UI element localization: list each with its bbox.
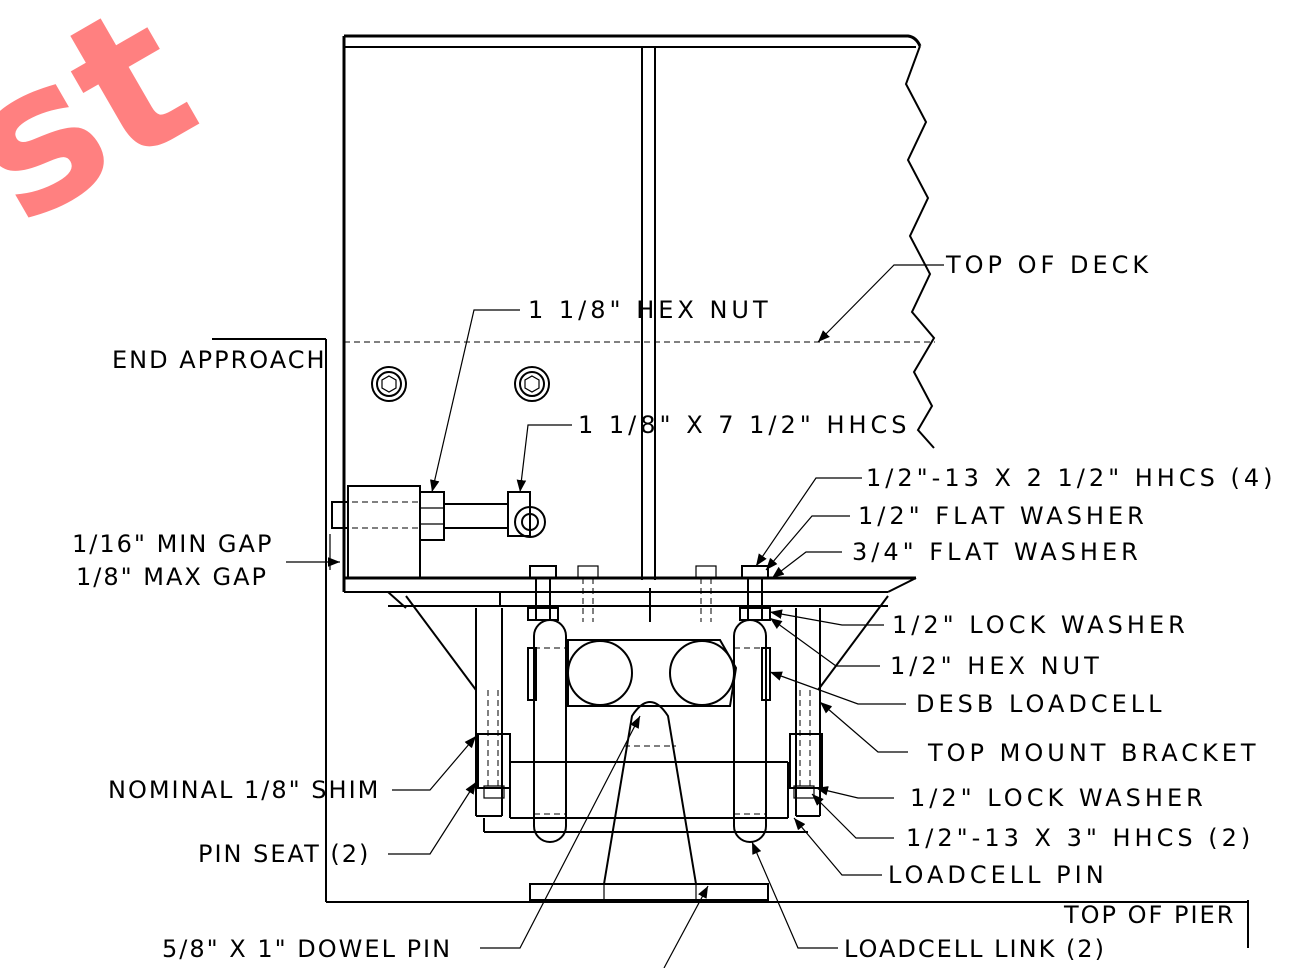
deck-bolt-right — [514, 366, 550, 402]
label-desb-loadcell: DESB LOADCELL — [916, 690, 1166, 718]
deck-girder — [342, 34, 936, 592]
label-lock-washer-bottom: 1/2" LOCK WASHER — [910, 784, 1207, 812]
label-top-mount-bracket: TOP MOUNT BRACKET — [927, 739, 1260, 767]
top-bolts — [527, 565, 771, 622]
leaders — [388, 264, 944, 968]
label-dowel-pin: 5/8" X 1" DOWEL PIN — [162, 935, 452, 963]
bracket-left — [405, 595, 511, 817]
label-max-gap: 1/8" MAX GAP — [76, 563, 268, 591]
loadcell-link-left — [533, 619, 567, 843]
label-lock-washer-top: 1/2" LOCK WASHER — [892, 611, 1189, 639]
gap-dimension — [286, 534, 340, 570]
bracket-right — [789, 595, 889, 817]
label-loadcell-pin: LOADCELL PIN — [888, 861, 1108, 889]
label-hhcs-1-1-8: 1 1/8" X 7 1/2" HHCS — [578, 411, 911, 439]
label-flat-washer-3-4: 3/4" FLAT WASHER — [852, 538, 1142, 566]
label-nominal-shim: NOMINAL 1/8" SHIM — [108, 776, 380, 804]
clevis-block — [331, 485, 546, 579]
deck-bolt-left — [371, 366, 407, 402]
end-approach-wall — [212, 338, 1249, 948]
label-hhcs-1-2-13-x-3: 1/2"-13 X 3" HHCS (2) — [906, 824, 1254, 852]
label-top-of-pier: TOP OF PIER — [1063, 901, 1235, 929]
label-top-of-deck: TOP OF DECK — [945, 251, 1152, 279]
label-hex-nut-1-1-8: 1 1/8" HEX NUT — [528, 296, 772, 324]
loadcell-link-right — [733, 619, 767, 843]
label-loadcell-link: LOADCELL LINK (2) — [844, 935, 1106, 963]
top-plate — [344, 576, 917, 622]
label-hhcs-1-2-13-x-2-1-2: 1/2"-13 X 2 1/2" HHCS (4) — [866, 464, 1276, 492]
label-end-approach: END APPROACH — [112, 346, 327, 374]
label-flat-washer-1-2: 1/2" FLAT WASHER — [858, 502, 1148, 530]
pin-seat — [483, 761, 808, 833]
label-pin-seat: PIN SEAT (2) — [198, 840, 370, 868]
label-hex-nut-1-2: 1/2" HEX NUT — [890, 652, 1103, 680]
watermark: st — [0, 0, 230, 269]
label-min-gap: 1/16" MIN GAP — [72, 530, 273, 558]
pedestal — [529, 701, 769, 901]
